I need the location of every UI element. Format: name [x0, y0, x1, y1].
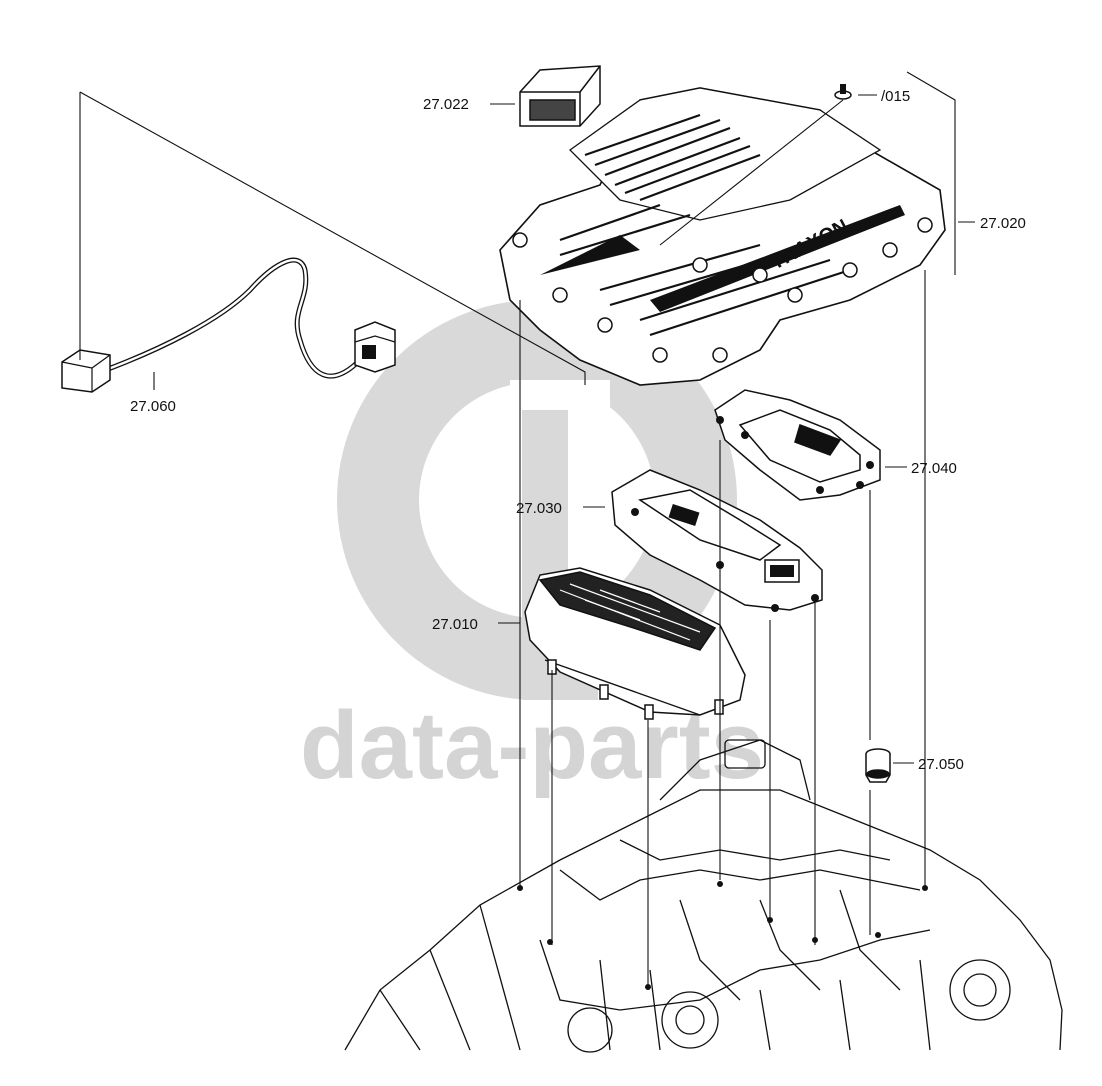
callout-015: /015	[881, 88, 910, 105]
callout-27-022: 27.022	[423, 96, 469, 113]
filter-plug-part	[865, 748, 891, 783]
washer-part	[834, 84, 852, 100]
watermark-logo	[337, 300, 737, 700]
electronics-module-upper	[714, 389, 881, 501]
callout-27-020: 27.020	[980, 215, 1026, 232]
callout-27-030: 27.030	[516, 500, 562, 517]
callout-leaders	[153, 94, 975, 764]
assembly-lines	[79, 71, 956, 988]
callout-27-040: 27.040	[911, 460, 957, 477]
valve-block-lower	[524, 567, 746, 720]
housing-bolt-holes	[517, 881, 928, 990]
callout-27-010: 27.010	[432, 616, 478, 633]
transmission-housing	[344, 739, 1063, 1053]
callout-27-050: 27.050	[918, 756, 964, 773]
cover-plug-part	[519, 65, 601, 127]
valve-housing-cover: TRAXON	[499, 87, 946, 386]
cable-harness	[61, 257, 396, 393]
callout-27-060: 27.060	[130, 398, 176, 415]
valve-module-middle	[611, 469, 823, 612]
